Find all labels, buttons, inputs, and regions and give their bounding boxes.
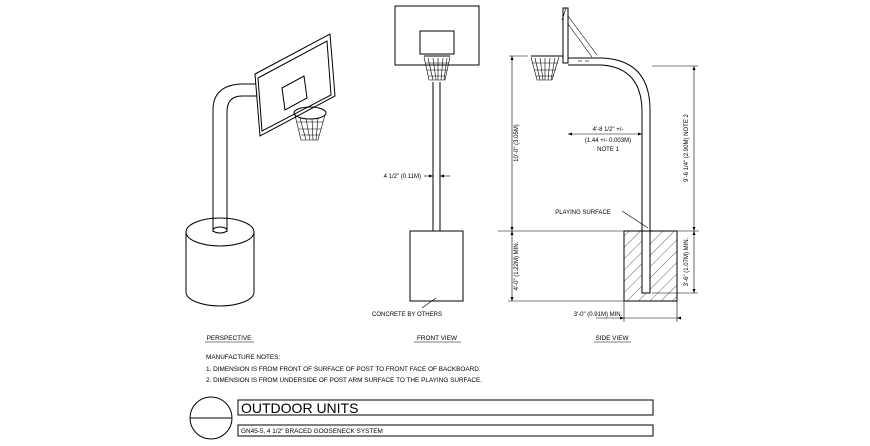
side-embed-left-dim: 4'-0" (1.22M) MIN.	[508, 231, 624, 302]
perspective-view: PERSPECTIVE	[185, 33, 336, 343]
concrete-leader	[421, 297, 437, 309]
manufacture-notes: MANUFACTURE NOTES: 1. DIMENSION IS FROM …	[206, 354, 482, 384]
embed-right-label: 3'-6" (1.07M) MIN.	[684, 237, 690, 286]
title-text: OUTDOOR UNITS	[241, 400, 358, 416]
offset-label-line2: (1.44 +/- 0.003M)	[585, 138, 631, 144]
side-offset-dim: 4'-8 1/2" +/- (1.44 +/- 0.003M) NOTE 1	[568, 127, 642, 153]
side-rim-height-dim: 10'-0" (3.05M)	[509, 55, 528, 231]
front-hoop-net	[423, 55, 451, 81]
rim-height-label: 10'-0" (3.05M)	[514, 124, 520, 162]
front-target-square	[419, 30, 455, 55]
side-gooseneck-pole	[568, 57, 651, 293]
offset-label-line1: 4'-8 1/2" +/-	[593, 127, 624, 133]
perspective-footing-cylinder	[185, 217, 255, 307]
playing-surface-label: PLAYING SURFACE	[555, 210, 611, 216]
embed-left-label: 4'-0" (1.22M) MIN.	[514, 241, 520, 290]
perspective-hoop-net	[293, 106, 327, 141]
perspective-pole	[212, 83, 262, 234]
note-1: 1. DIMENSION IS FROM FRONT OF SURFACE OF…	[206, 366, 481, 373]
title-box	[237, 399, 654, 416]
note-2: 2. DIMENSION IS FROM UNDERSIDE OF POST A…	[206, 377, 482, 384]
side-view: 4'-8 1/2" +/- (1.44 +/- 0.003M) NOTE 1 1…	[498, 7, 699, 343]
side-backboard	[561, 7, 598, 64]
concrete-label: CONCRETE BY OTHERS	[372, 312, 442, 318]
title-block: OUTDOOR UNITS GN45-5, 4 1/2" BRACED GOOS…	[189, 396, 654, 440]
subtitle-text: GN45-5, 4 1/2" BRACED GOOSENECK SYSTEM	[241, 428, 383, 435]
perspective-backboard	[254, 33, 336, 137]
playing-surface-leader	[621, 210, 649, 229]
subtitle-box	[237, 424, 654, 437]
footing-width-label: 3'-0" (0.91M) MIN.	[574, 312, 623, 318]
offset-note: NOTE 1	[597, 147, 619, 153]
side-footing-width-dim: 3'-0" (0.91M) MIN.	[574, 301, 681, 322]
side-caption: SIDE VIEW	[595, 335, 629, 342]
front-footing	[409, 230, 464, 302]
post-diameter-label: 4 1/2" (0.11M)	[384, 174, 421, 180]
side-hoop-net	[530, 55, 563, 81]
notes-heading: MANUFACTURE NOTES:	[206, 354, 280, 361]
side-arm-height-dim: 9'-6 1/4" (2.90M) NOTE 2	[652, 65, 698, 231]
front-backboard	[394, 5, 480, 66]
front-caption: FRONT VIEW	[417, 335, 458, 342]
arm-height-label: 9'-6 1/4" (2.90M) NOTE 2	[684, 114, 690, 182]
side-embedded-post	[641, 230, 651, 294]
front-pole	[432, 82, 441, 231]
perspective-caption: PERSPECTIVE	[207, 335, 252, 342]
front-post-dim: 4 1/2" (0.11M)	[384, 174, 450, 180]
front-view: 4 1/2" (0.11M) CONCRETE BY OTHERS FRONT …	[372, 5, 480, 343]
